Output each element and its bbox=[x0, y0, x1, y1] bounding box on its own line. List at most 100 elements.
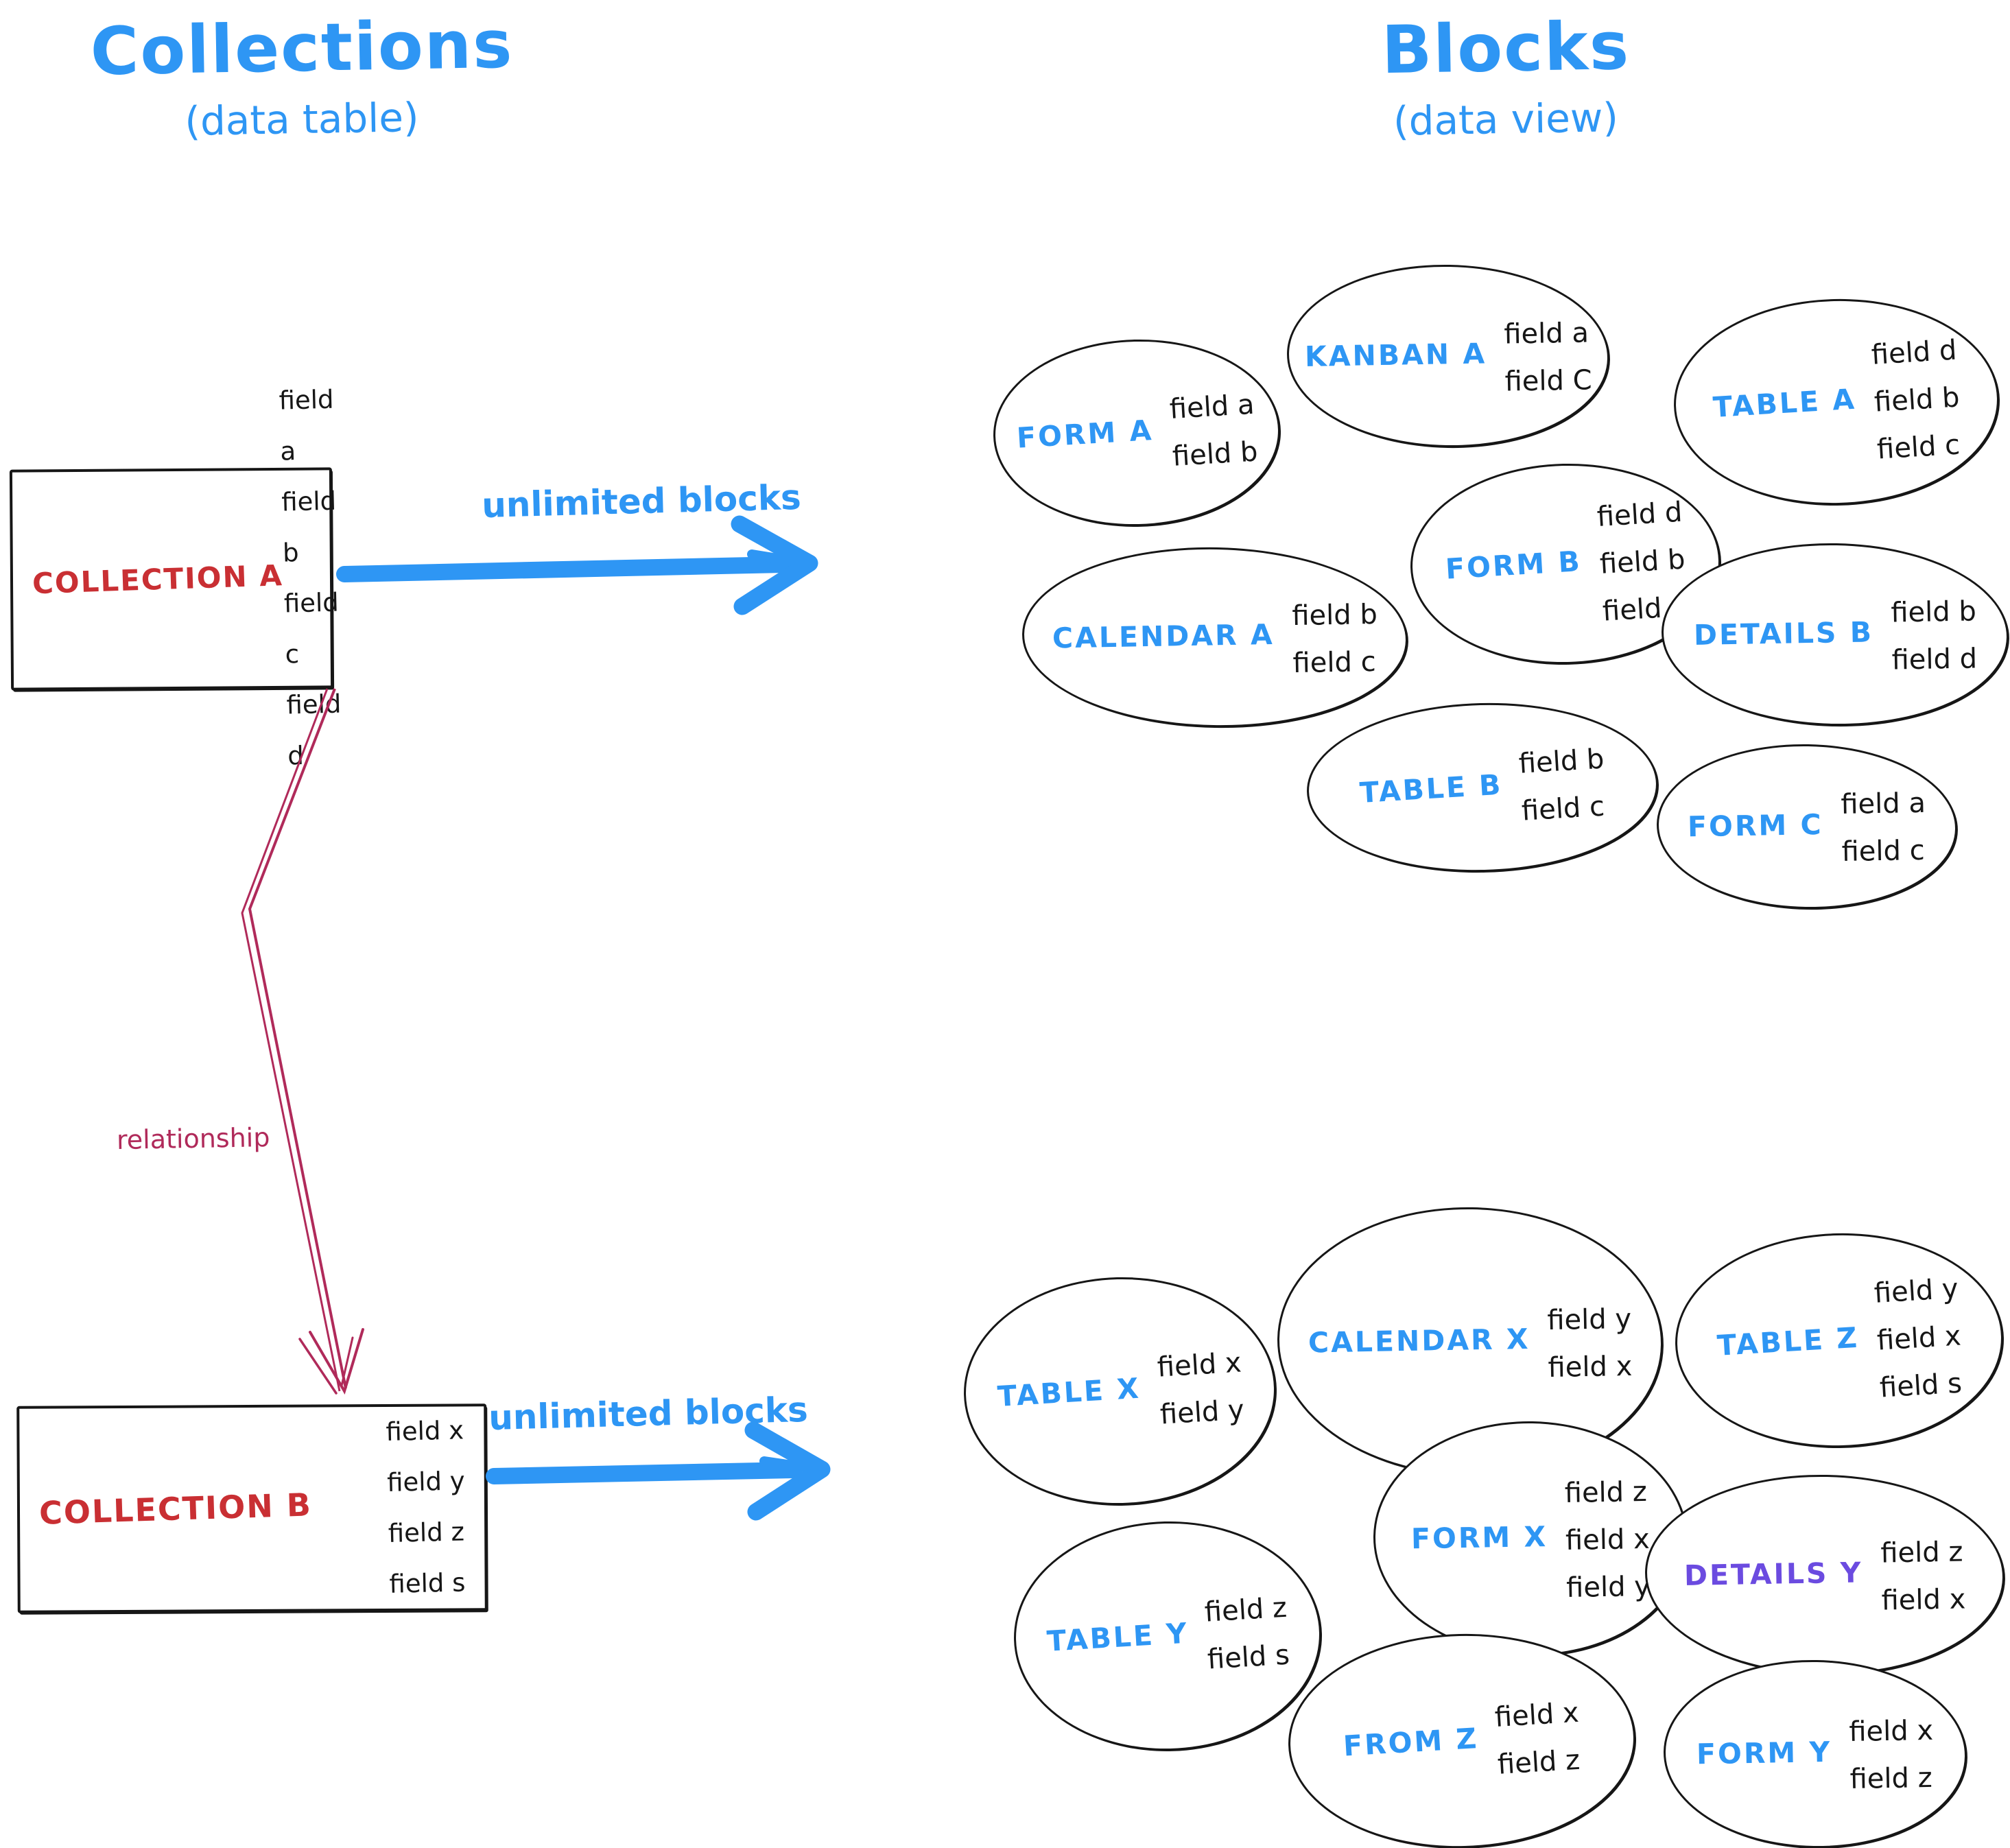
collection-field: field x bbox=[385, 1415, 464, 1447]
block-field: field x bbox=[1493, 1696, 1581, 1734]
block-field: field x bbox=[1881, 1583, 1966, 1617]
block-field: field x bbox=[1156, 1347, 1242, 1384]
block-table-x-fields: field x field y bbox=[1156, 1340, 1246, 1439]
block-calendar-x-label: CALENDAR X bbox=[1308, 1322, 1530, 1360]
block-form-a-fields: field a field b bbox=[1168, 381, 1259, 481]
block-field: field a bbox=[1169, 388, 1256, 426]
block-table-b-fields: field b field c bbox=[1517, 736, 1608, 836]
block-field: field z bbox=[1564, 1476, 1648, 1509]
block-details-y-fields: field z field x bbox=[1880, 1529, 1966, 1625]
collection-b-fields: field x field y field z field s bbox=[385, 1405, 467, 1609]
block-kanban-a: KANBAN A field a field C bbox=[1285, 261, 1611, 451]
collection-b-name: COLLECTION B bbox=[38, 1486, 313, 1532]
block-field: field s bbox=[1878, 1366, 1963, 1404]
collection-field: field d bbox=[285, 689, 342, 771]
block-field: field a bbox=[1841, 787, 1926, 821]
block-field: field c bbox=[1876, 428, 1961, 466]
block-table-b: TABLE B field b field c bbox=[1305, 698, 1660, 877]
block-field: field y bbox=[1873, 1272, 1959, 1310]
block-field: field a bbox=[1504, 317, 1589, 351]
block-field: field z bbox=[1849, 1762, 1933, 1796]
block-kanban-a-label: KANBAN A bbox=[1304, 337, 1487, 373]
block-field: field b bbox=[1873, 381, 1961, 418]
block-field: field b bbox=[1598, 543, 1686, 580]
block-table-x-label: TABLE X bbox=[996, 1371, 1142, 1413]
collection-a-name: COLLECTION A bbox=[32, 558, 284, 600]
block-field: field b bbox=[1890, 595, 1976, 629]
blocks-title: Blocks bbox=[1381, 7, 1631, 89]
block-table-z-label: TABLE Z bbox=[1716, 1320, 1860, 1362]
block-table-a: TABLE A field d field b field c bbox=[1671, 295, 2002, 509]
block-field: field z bbox=[1204, 1591, 1288, 1628]
block-form-a-label: FORM A bbox=[1015, 413, 1155, 455]
block-table-y-label: TABLE Y bbox=[1045, 1616, 1190, 1658]
collection-a-box: COLLECTION A field a field b field c fie… bbox=[9, 385, 342, 770]
block-field: field x bbox=[1565, 1523, 1651, 1556]
block-details-b-label: DETAILS B bbox=[1693, 615, 1874, 652]
block-field: field d bbox=[1891, 643, 1978, 676]
block-details-b: DETAILS B field b field d bbox=[1659, 540, 2010, 729]
collection-field: field b bbox=[281, 486, 337, 568]
block-calendar-a: CALENDAR A field b field c bbox=[1020, 544, 1410, 731]
block-form-c-label: FORM C bbox=[1688, 807, 1824, 844]
block-calendar-a-label: CALENDAR A bbox=[1052, 617, 1275, 655]
block-table-y-fields: field z field s bbox=[1203, 1585, 1291, 1683]
block-from-z-label: FROM Z bbox=[1342, 1722, 1480, 1763]
block-form-c-fields: field a field c bbox=[1841, 780, 1927, 876]
collection-field: field z bbox=[387, 1517, 464, 1548]
block-details-b-fields: field b field d bbox=[1891, 589, 1978, 685]
block-form-x: FORM X field z field x field y bbox=[1371, 1419, 1690, 1659]
block-field: field y bbox=[1565, 1570, 1651, 1604]
block-table-x: TABLE X field x field y bbox=[961, 1273, 1279, 1509]
block-field: field y bbox=[1159, 1394, 1245, 1431]
block-table-z: TABLE Z field y field x field s bbox=[1672, 1229, 2006, 1452]
blocks-subtitle: (data view) bbox=[1393, 94, 1619, 145]
block-details-y-label: DETAILS Y bbox=[1684, 1556, 1864, 1592]
block-field: field z bbox=[1496, 1744, 1581, 1781]
block-table-a-label: TABLE A bbox=[1712, 382, 1858, 424]
block-field: field s bbox=[1207, 1639, 1291, 1676]
block-from-z-fields: field x field z bbox=[1493, 1690, 1583, 1789]
collection-field: field c bbox=[283, 587, 340, 670]
unlimited-blocks-arrow-a bbox=[336, 515, 818, 615]
block-field: field c bbox=[1292, 646, 1376, 680]
unlimited-blocks-label-a: unlimited blocks bbox=[481, 477, 802, 526]
block-field: field z bbox=[1880, 1536, 1963, 1569]
block-form-y-fields: field x field z bbox=[1849, 1707, 1935, 1803]
collection-field: field a bbox=[278, 384, 334, 466]
block-table-b-label: TABLE B bbox=[1358, 768, 1504, 809]
block-table-z-fields: field y field x field s bbox=[1873, 1265, 1965, 1411]
block-form-c: FORM C field a field c bbox=[1655, 742, 1959, 912]
collection-a-fields: field a field b field c field d bbox=[279, 375, 343, 782]
block-field: field x bbox=[1548, 1350, 1633, 1384]
block-table-y: TABLE Y field z field s bbox=[1010, 1517, 1325, 1755]
collection-b-box: COLLECTION B field x field y field z fie… bbox=[16, 1403, 488, 1613]
block-field: field y bbox=[1547, 1303, 1632, 1337]
block-field: field b bbox=[1291, 599, 1378, 632]
block-form-y: FORM Y field x field z bbox=[1662, 1657, 1969, 1848]
blocks-header: Blocks (data view) bbox=[1331, 7, 1681, 145]
block-field: field b bbox=[1517, 743, 1605, 781]
block-details-y: DETAILS Y field z field x bbox=[1643, 1471, 2007, 1679]
collections-header: Collections (data table) bbox=[82, 6, 521, 145]
block-field: field d bbox=[1596, 496, 1683, 533]
unlimited-blocks-arrow-b bbox=[486, 1421, 831, 1521]
block-form-x-fields: field z field x field y bbox=[1564, 1469, 1651, 1612]
block-field: field C bbox=[1504, 364, 1592, 398]
block-calendar-a-fields: field b field c bbox=[1291, 591, 1378, 687]
block-field: field c bbox=[1841, 834, 1926, 868]
block-form-x-label: FORM X bbox=[1410, 1519, 1548, 1556]
block-field: field x bbox=[1876, 1320, 1962, 1357]
block-form-a: FORM A field a field b bbox=[991, 335, 1283, 530]
block-field: field d bbox=[1870, 334, 1958, 371]
relationship-label: relationship bbox=[116, 1122, 270, 1155]
block-form-b-label: FORM B bbox=[1445, 544, 1583, 586]
collection-field: field y bbox=[386, 1466, 465, 1497]
collection-field: field s bbox=[388, 1567, 466, 1599]
block-kanban-a-fields: field a field C bbox=[1504, 310, 1592, 406]
block-form-y-label: FORM Y bbox=[1696, 1735, 1832, 1771]
block-field: field c bbox=[1520, 790, 1606, 827]
collections-subtitle: (data table) bbox=[184, 94, 420, 145]
block-field: field x bbox=[1849, 1715, 1934, 1749]
